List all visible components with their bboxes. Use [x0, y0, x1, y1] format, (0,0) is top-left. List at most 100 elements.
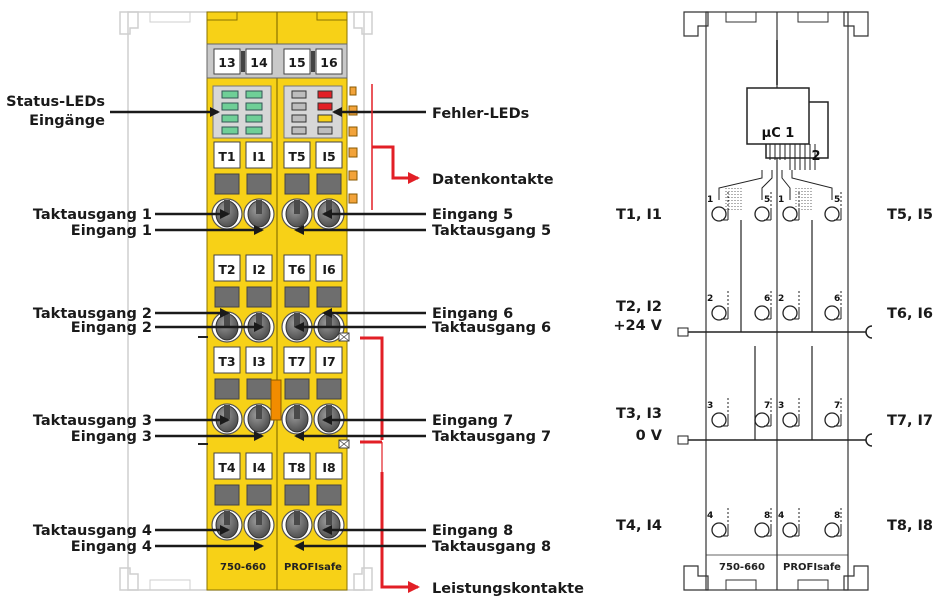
schematic-contact [824, 522, 840, 538]
label-eingang-2: Eingang 2 [71, 320, 152, 336]
schematic-contact [711, 305, 727, 321]
schematic-right-tag: T7, I7 [887, 413, 933, 429]
schematic [677, 11, 873, 591]
label-eingang-1: Eingang 1 [71, 223, 152, 239]
label-status-leds: Status-LEDs [6, 94, 105, 110]
schematic-part-number: 750-660 [719, 562, 765, 573]
terminal-label: T5 [288, 149, 305, 164]
module-part-number: 750-660 [220, 562, 266, 573]
module-protocol: PROFIsafe [284, 562, 342, 573]
label-eingang-5: Eingang 5 [432, 207, 513, 223]
pin-number: 2 [707, 294, 713, 304]
uc1-label: μC 1 [762, 126, 795, 141]
pin-number: 7 [764, 401, 770, 411]
top-cell-16: 16 [320, 55, 338, 70]
terminal-label: T2 [218, 262, 235, 277]
terminal-screw[interactable] [243, 509, 275, 541]
terminal-screw[interactable] [281, 198, 313, 230]
terminal-screw[interactable] [211, 509, 243, 541]
label-fehler-leds: Fehler-LEDs [432, 106, 529, 122]
schematic-right-tag: T5, I5 [887, 207, 933, 223]
label-leistungskontakte: Leistungskontakte [432, 581, 584, 597]
terminal-label: I8 [322, 460, 335, 475]
pin-number: 3 [778, 401, 784, 411]
schematic-right-tag: T6, I6 [887, 306, 933, 322]
top-cell-15: 15 [288, 55, 305, 70]
terminal-label: I2 [252, 262, 265, 277]
label-taktausgang-1: Taktausgang 1 [33, 207, 152, 223]
uc2-label: 2 [811, 149, 820, 164]
pin-number: 8 [834, 511, 840, 521]
terminal-screw[interactable] [281, 403, 313, 435]
terminal-label: I4 [252, 460, 266, 475]
schematic-contact [754, 305, 770, 321]
schematic-contact [711, 412, 727, 428]
label-eingang-7: Eingang 7 [432, 413, 513, 429]
terminal-screw[interactable] [281, 509, 313, 541]
terminal-screw[interactable] [313, 509, 345, 541]
pin-number: 3 [707, 401, 713, 411]
terminal-label: I6 [322, 262, 336, 277]
terminal-label: T7 [288, 354, 305, 369]
label-eingang-6: Eingang 6 [432, 306, 513, 322]
label-taktausgang-7: Taktausgang 7 [432, 429, 551, 445]
pin-number: 1 [707, 195, 713, 205]
schematic-protocol: PROFIsafe [783, 562, 841, 573]
terminal-label: T1 [218, 149, 235, 164]
schematic-contact [782, 305, 798, 321]
label-eingaenge: Eingänge [29, 113, 105, 129]
schematic-contact [711, 206, 727, 222]
schematic-contact [824, 412, 840, 428]
schematic-left-tag: T3, I3 [616, 406, 662, 422]
label-taktausgang-2: Taktausgang 2 [33, 306, 152, 322]
right-callouts: Fehler-LEDs Datenkontakte Leistungskonta… [294, 84, 584, 597]
terminal-label: T3 [218, 354, 235, 369]
schematic-left-tag: T4, I4 [616, 518, 662, 534]
pin-number: 6 [764, 294, 770, 304]
pin-number: 6 [834, 294, 840, 304]
label-eingang-8: Eingang 8 [432, 523, 513, 539]
label-taktausgang-4: Taktausgang 4 [33, 523, 152, 539]
schematic-contact [824, 206, 840, 222]
terminal-label: I1 [252, 149, 265, 164]
label-datenkontakte: Datenkontakte [432, 172, 554, 188]
schematic-contact [754, 206, 770, 222]
pin-number: 4 [778, 511, 784, 521]
schematic-right-tag: T8, I8 [887, 518, 933, 534]
terminal-label: I3 [252, 354, 265, 369]
schematic-left-tag: +24 V [613, 318, 662, 334]
pin-number: 5 [834, 195, 840, 205]
pin-number: 1 [778, 195, 784, 205]
schematic-contact [782, 206, 798, 222]
terminal-screw[interactable] [243, 198, 275, 230]
terminal-label: I5 [322, 149, 335, 164]
schematic-left-tag: T2, I2 [616, 299, 662, 315]
terminal-screw[interactable] [243, 403, 275, 435]
schematic-contact [782, 412, 798, 428]
terminal-label: I7 [322, 354, 335, 369]
terminal-label: T4 [218, 460, 236, 475]
label-eingang-4: Eingang 4 [71, 539, 152, 555]
schematic-contact [711, 522, 727, 538]
label-taktausgang-6: Taktausgang 6 [432, 320, 551, 336]
pin-number: 7 [834, 401, 840, 411]
schematic-contact [754, 522, 770, 538]
uc-1-box [746, 87, 810, 145]
schematic-contact [754, 412, 770, 428]
pin-number: 8 [764, 511, 770, 521]
pin-number: 2 [778, 294, 784, 304]
label-taktausgang-3: Taktausgang 3 [33, 413, 152, 429]
schematic-contact [782, 522, 798, 538]
terminal-label: T8 [288, 460, 305, 475]
top-cell-13: 13 [218, 55, 235, 70]
terminal-label: T6 [288, 262, 306, 277]
schematic-left-tag: 0 V [636, 428, 663, 444]
schematic-left-tag: T1, I1 [616, 207, 662, 223]
label-taktausgang-8: Taktausgang 8 [432, 539, 551, 555]
pin-number: 5 [764, 195, 770, 205]
schematic-contact [824, 305, 840, 321]
label-eingang-3: Eingang 3 [71, 429, 152, 445]
pin-number: 4 [707, 511, 713, 521]
